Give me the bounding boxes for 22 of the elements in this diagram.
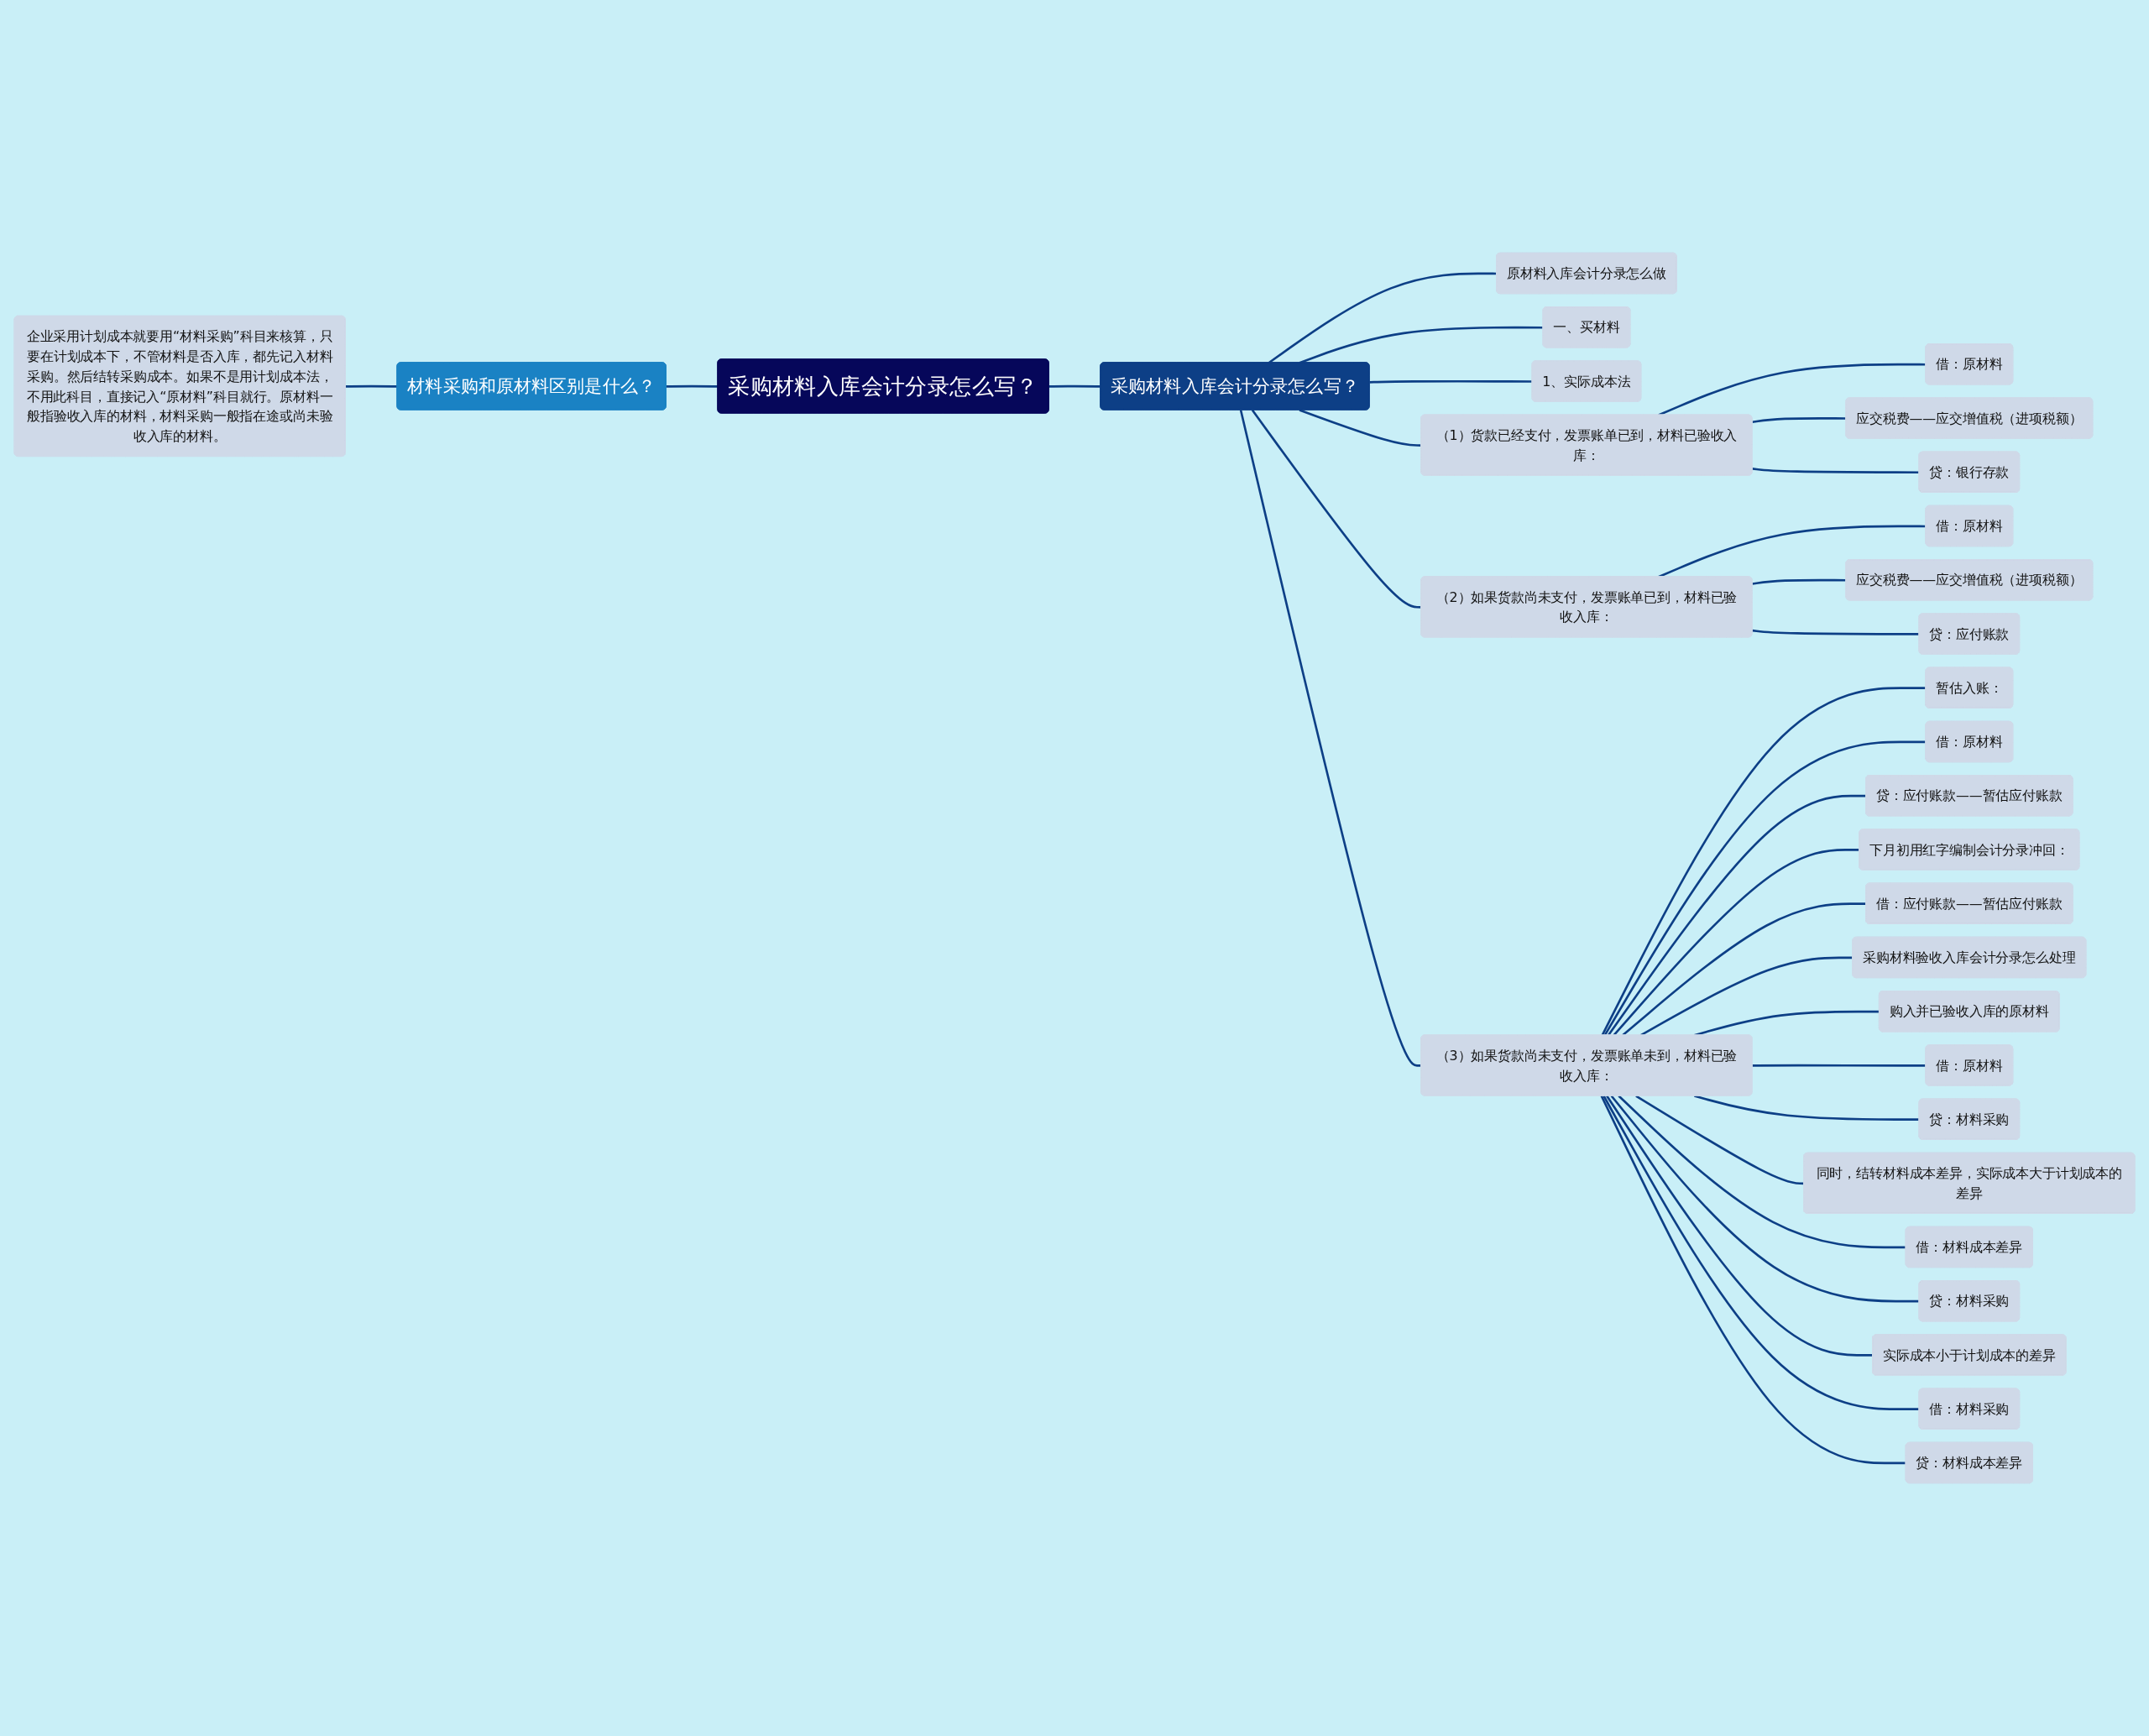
connector (1603, 740, 1927, 1036)
connector (1752, 417, 1847, 424)
connector (1603, 1095, 1920, 1410)
connector (1606, 1095, 1873, 1357)
connector (1635, 1095, 1805, 1185)
connector (1610, 1095, 1920, 1303)
connector (1752, 468, 1920, 473)
connector (1752, 578, 1847, 585)
connector (666, 384, 719, 388)
connector (1600, 1095, 1906, 1465)
connector (1601, 687, 1927, 1036)
connector (1048, 384, 1101, 388)
connector (1694, 1095, 1920, 1121)
connector (1658, 363, 1927, 416)
connector (1752, 629, 1920, 635)
connector (1618, 1095, 1906, 1249)
connector (1369, 379, 1533, 384)
connector (1299, 409, 1422, 447)
connector (1251, 409, 1422, 609)
connector (1239, 410, 1422, 1067)
connector (1752, 1064, 1927, 1067)
connector (345, 384, 398, 388)
